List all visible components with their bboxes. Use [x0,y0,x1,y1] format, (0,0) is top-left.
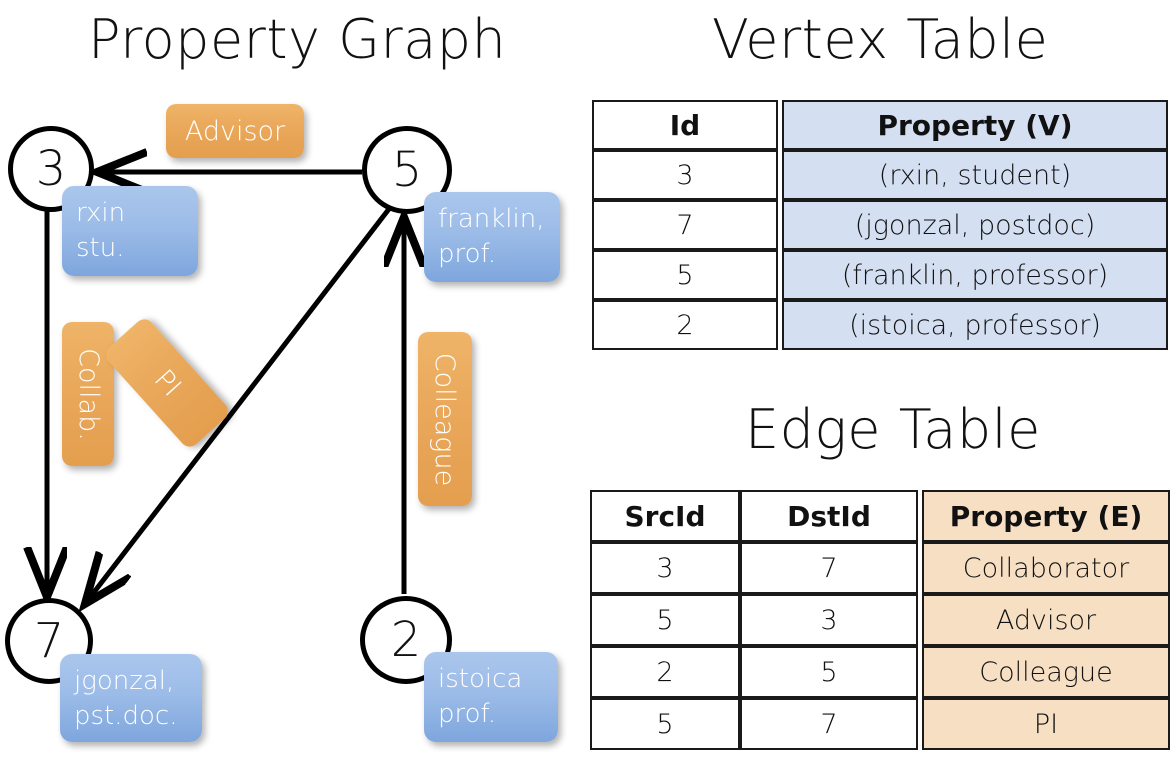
page-title-edge-table: Edge Table [745,398,1041,461]
table-row[interactable]: 3 7 Collaborator [590,542,1170,594]
edge-table-header-row: SrcId DstId Property (E) [590,490,1170,542]
table-row[interactable]: 2 (istoica, professor) [592,300,1168,350]
edge-table-header-property: Property (E) [922,490,1170,542]
vertex-property-box-2-line2: prof. [438,699,497,730]
edge-table: SrcId DstId Property (E) 3 7 Collaborato… [590,490,1170,750]
vertex-property-box-3[interactable]: rxin stu. [62,186,198,276]
table-row[interactable]: 2 5 Colleague [590,646,1170,698]
table-row[interactable]: 3 (rxin, student) [592,150,1168,200]
page-title-vertex-table: Vertex Table [712,8,1049,71]
edge-table-header-srcid: SrcId [590,490,740,542]
edge-5-to-7 [88,203,394,600]
vertex-table-header-id: Id [592,100,778,150]
vertex-table-header-property: Property (V) [782,100,1168,150]
edge-label-colleague[interactable]: Colleague [418,332,472,506]
vertex-property-box-2-line1: istoica [438,664,523,694]
edge-cell-property: Advisor [922,594,1170,646]
vertex-cell-property: (franklin, professor) [782,250,1168,300]
vertex-property-box-7-line2: pst.doc. [74,701,178,732]
vertex-cell-id: 2 [592,300,778,350]
vertex-cell-id: 3 [592,150,778,200]
edge-cell-srcid: 2 [590,646,740,698]
vertex-property-box-5-line2: prof. [438,239,497,270]
edge-cell-dstid: 3 [740,594,918,646]
vertex-table-header-row: Id Property (V) [592,100,1168,150]
vertex-table: Id Property (V) 3 (rxin, student) 7 (jgo… [592,100,1168,350]
edge-cell-dstid: 7 [740,542,918,594]
edge-cell-srcid: 5 [590,698,740,750]
vertex-cell-property: (jgonzal, postdoc) [782,200,1168,250]
table-row[interactable]: 7 (jgonzal, postdoc) [592,200,1168,250]
edge-cell-dstid: 7 [740,698,918,750]
graph-node-3-label: 3 [35,141,67,197]
edge-cell-property: Colleague [922,646,1170,698]
vertex-property-box-7-line1: jgonzal, [74,666,175,696]
edge-label-pi-text: PI [147,363,187,403]
graph-node-5-label: 5 [391,142,423,198]
graph-node-7-label: 7 [33,613,65,669]
edge-cell-property: PI [922,698,1170,750]
edge-cell-srcid: 3 [590,542,740,594]
edge-label-advisor[interactable]: Advisor [166,104,304,158]
graph-edges-svg [0,0,585,760]
edge-label-collab[interactable]: Collab. [62,322,114,466]
vertex-cell-id: 5 [592,250,778,300]
vertex-cell-property: (rxin, student) [782,150,1168,200]
vertex-property-box-3-line1: rxin [76,198,126,228]
vertex-property-box-5[interactable]: franklin, prof. [424,192,560,282]
vertex-property-box-2[interactable]: istoica prof. [424,652,558,742]
vertex-property-box-3-line2: stu. [76,233,125,264]
page-title-property-graph: Property Graph [88,8,507,71]
vertex-property-box-7[interactable]: jgonzal, pst.doc. [60,654,202,742]
edge-label-colleague-text: Colleague [429,352,461,486]
edge-table-header-dstid: DstId [740,490,918,542]
property-graph-diagram: 3 5 7 2 rxin stu. franklin, prof. jgonza… [0,0,585,760]
table-row[interactable]: 5 7 PI [590,698,1170,750]
table-row[interactable]: 5 (franklin, professor) [592,250,1168,300]
vertex-cell-id: 7 [592,200,778,250]
vertex-property-box-5-line1: franklin, [438,204,545,234]
edge-label-advisor-text: Advisor [184,115,286,147]
edge-cell-property: Collaborator [922,542,1170,594]
table-row[interactable]: 5 3 Advisor [590,594,1170,646]
edge-cell-dstid: 5 [740,646,918,698]
graph-node-2[interactable]: 2 [360,596,452,684]
edge-cell-srcid: 5 [590,594,740,646]
graph-node-2-label: 2 [390,612,422,668]
vertex-cell-property: (istoica, professor) [782,300,1168,350]
edge-label-collab-text: Collab. [72,347,104,441]
